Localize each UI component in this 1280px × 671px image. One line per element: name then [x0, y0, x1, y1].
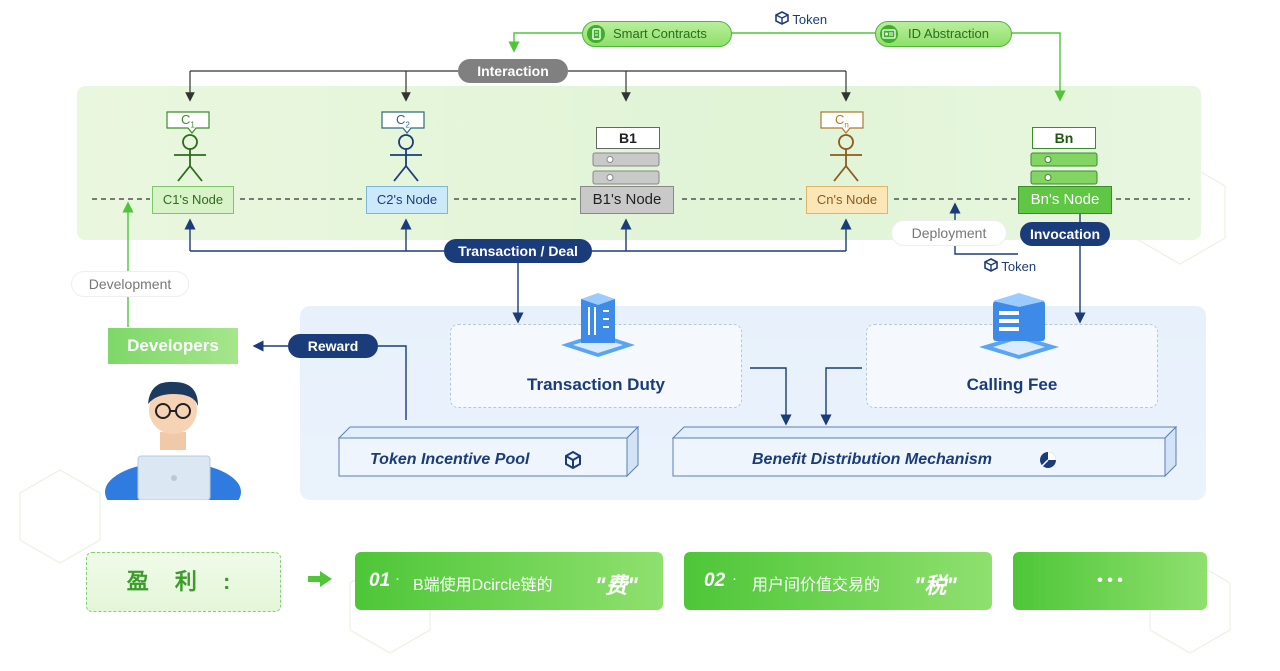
development-pill: Development — [72, 272, 188, 296]
smart-contracts-pill: Smart Contracts — [582, 21, 732, 47]
id-abstraction-label: ID Abstraction — [908, 26, 989, 41]
bn-node: Bn's Node — [1018, 186, 1112, 214]
cn-person-icon — [830, 134, 862, 182]
profit-item-1-text: B端使用Dcircle链的 — [413, 577, 553, 594]
b1-server-icon — [592, 152, 660, 185]
developer-avatar — [105, 381, 241, 500]
id-card-icon — [880, 25, 898, 43]
profit-item-1-keyword: "费" — [595, 573, 638, 598]
transaction-duty-box: Transaction Duty — [450, 293, 742, 408]
c2-node: C2's Node — [366, 186, 448, 214]
token-icon — [775, 11, 789, 30]
reward-pill: Reward — [288, 334, 378, 358]
developers-box: Developers — [108, 328, 238, 364]
contract-icon — [587, 25, 605, 43]
benefit-distribution-title: Benefit Distribution Mechanism — [752, 451, 993, 468]
token-box-icon — [565, 451, 581, 469]
bn-badge: Bn — [1032, 127, 1096, 149]
c2-badge: C2 — [381, 111, 425, 134]
pie-chart-icon — [1040, 452, 1056, 468]
token-top-label: Token — [775, 11, 827, 29]
profit-item-1-number: 01 — [369, 570, 391, 591]
c1-badge: C1 — [166, 111, 210, 134]
cn-node: Cn's Node — [806, 186, 888, 214]
b1-badge: B1 — [596, 127, 660, 149]
bn-server-icon — [1030, 152, 1098, 185]
c1-person-icon — [174, 134, 206, 182]
token-mid-label: Token — [984, 258, 1036, 276]
invocation-pill: Invocation — [1020, 222, 1110, 246]
benefit-distribution-bar — [672, 426, 1178, 478]
bullet-dot: · — [395, 570, 400, 587]
id-abstraction-pill: ID Abstraction — [875, 21, 1012, 47]
c2-person-icon — [390, 134, 422, 182]
smart-contracts-label: Smart Contracts — [613, 26, 707, 41]
calling-fee-box: Calling Fee — [866, 293, 1158, 408]
b1-node: B1's Node — [580, 186, 674, 214]
calling-fee-title: Calling Fee — [966, 375, 1058, 394]
profit-item-1: 01 · B端使用Dcircle链的 "费" — [355, 552, 663, 610]
arrow-right-icon — [308, 571, 332, 587]
c1-node: C1's Node — [152, 186, 234, 214]
token-icon — [984, 258, 998, 277]
interaction-pill: Interaction — [458, 59, 568, 83]
profit-item-more: • • • — [1013, 552, 1207, 610]
deployment-pill: Deployment — [892, 221, 1006, 245]
calling-server-icon — [979, 293, 1059, 359]
profit-item-2-keyword: "税" — [914, 573, 957, 598]
profit-label: 盈 利 : — [86, 552, 281, 612]
transaction-deal-pill: Transaction / Deal — [444, 239, 592, 263]
profit-item-2: 02 · 用户间价值交易的 "税" — [684, 552, 992, 610]
cn-badge: Cn — [820, 111, 864, 134]
token-incentive-pool-title: Token Incentive Pool — [370, 451, 530, 468]
bullet-dot: · — [732, 570, 737, 587]
transaction-duty-title: Transaction Duty — [527, 375, 665, 394]
profit-item-2-number: 02 — [704, 570, 726, 591]
transaction-building-icon — [561, 293, 635, 357]
profit-item-2-text: 用户间价值交易的 — [752, 577, 881, 594]
